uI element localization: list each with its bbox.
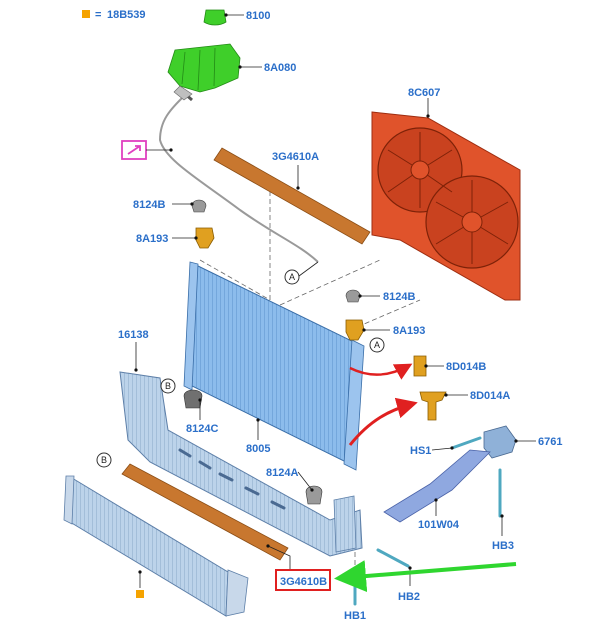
label-8D014B: 8D014B (446, 361, 486, 373)
label-8A080: 8A080 (264, 62, 296, 74)
label-101W04: 101W04 (418, 519, 460, 531)
drain-plug (413, 355, 427, 377)
leader-dot (358, 294, 362, 298)
legend-code: 18B539 (107, 9, 146, 21)
label-8C607: 8C607 (408, 87, 440, 99)
upper-bushing-left (191, 199, 207, 213)
coolant-hose (158, 94, 319, 263)
marker-a-right (369, 337, 385, 353)
guide-line (279, 259, 381, 306)
label-8124B-right: 8124B (383, 291, 415, 303)
label-8D014A: 8D014A (470, 390, 510, 402)
label-8124B-left: 8124B (133, 199, 165, 211)
lower-bushing-right (305, 485, 323, 505)
foam-seal-upper (213, 147, 371, 245)
leader-dot (194, 236, 198, 240)
label-HB3: HB3 (492, 540, 514, 552)
side-bracket (333, 495, 357, 553)
leader-dot (500, 514, 504, 518)
reservoir-ribs (181, 47, 216, 91)
marker-b-lower (96, 452, 112, 468)
leader-dot (256, 418, 260, 422)
guide-line (199, 259, 271, 301)
leader-dot (238, 65, 242, 69)
leader-dot (444, 393, 448, 397)
label-3G4610B: 3G4610B (280, 576, 327, 588)
leader (267, 545, 291, 570)
upper-bushing-right (345, 289, 361, 303)
leader-dot (450, 446, 454, 450)
leader-dot (138, 570, 142, 574)
label-8A193-left: 8A193 (136, 233, 168, 245)
label-8124A: 8124A (266, 467, 298, 479)
upper-bracket-left (195, 227, 215, 249)
label-HB2: HB2 (398, 591, 420, 603)
leader-dot (266, 544, 270, 548)
reservoir-outlet (173, 85, 193, 101)
fan-shroud (371, 111, 521, 301)
leader-dot (310, 488, 314, 492)
label-8A193-right: 8A193 (393, 325, 425, 337)
leader-dot (296, 186, 300, 190)
marker-b-middle-label: B (165, 381, 171, 391)
leader-dot (424, 364, 428, 368)
marker-a-upper (284, 269, 300, 285)
label-16138: 16138 (118, 329, 149, 341)
hose-marker-arrow (127, 145, 141, 155)
bolt-hb2 (376, 548, 410, 568)
label-6761: 6761 (538, 436, 562, 448)
legend-prefix: = (95, 9, 101, 21)
drain-valve (419, 391, 447, 421)
marker-b-middle (160, 378, 176, 394)
leader-dot (514, 439, 518, 443)
label-3G4610A: 3G4610A (272, 151, 319, 163)
red-arrow-upper (349, 363, 413, 380)
leader-dot (190, 202, 194, 206)
label-8124C: 8124C (186, 423, 218, 435)
leader-dot (198, 398, 202, 402)
mounting-bracket (483, 425, 517, 459)
coolant-reservoir (167, 43, 241, 93)
label-HS1: HS1 (410, 445, 431, 457)
condenser (63, 475, 249, 617)
leader-dot (362, 328, 366, 332)
leader (297, 471, 313, 491)
green-arrow (334, 560, 517, 593)
radiator (183, 261, 365, 471)
leader-dot (434, 498, 438, 502)
lower-support-bracket (119, 371, 363, 557)
red-arrow-lower (348, 397, 418, 446)
upper-bracket-right (345, 319, 365, 341)
legend-square (82, 10, 90, 18)
reservoir-cap (203, 9, 227, 26)
label-HB1: HB1 (344, 610, 366, 620)
leader-dot (408, 566, 412, 570)
label-8100: 8100 (246, 10, 270, 22)
leader-dot (224, 13, 228, 17)
marker-b-lower-label: B (101, 455, 107, 465)
lower-support-holes (178, 448, 286, 510)
screw-hs1 (450, 436, 482, 450)
marker-a-right-label: A (374, 340, 380, 350)
leader (298, 261, 319, 277)
support-arm (383, 449, 491, 523)
highlight-box-3G4610B (275, 569, 331, 591)
leader-dot (169, 148, 173, 152)
leader (431, 447, 453, 451)
leader-dot (134, 368, 138, 372)
foam-seal-lower (121, 463, 289, 561)
label-8005: 8005 (246, 443, 270, 455)
condenser-legend-square (136, 590, 144, 598)
leader-dot (426, 114, 430, 118)
marker-a-upper-label: A (289, 272, 295, 282)
